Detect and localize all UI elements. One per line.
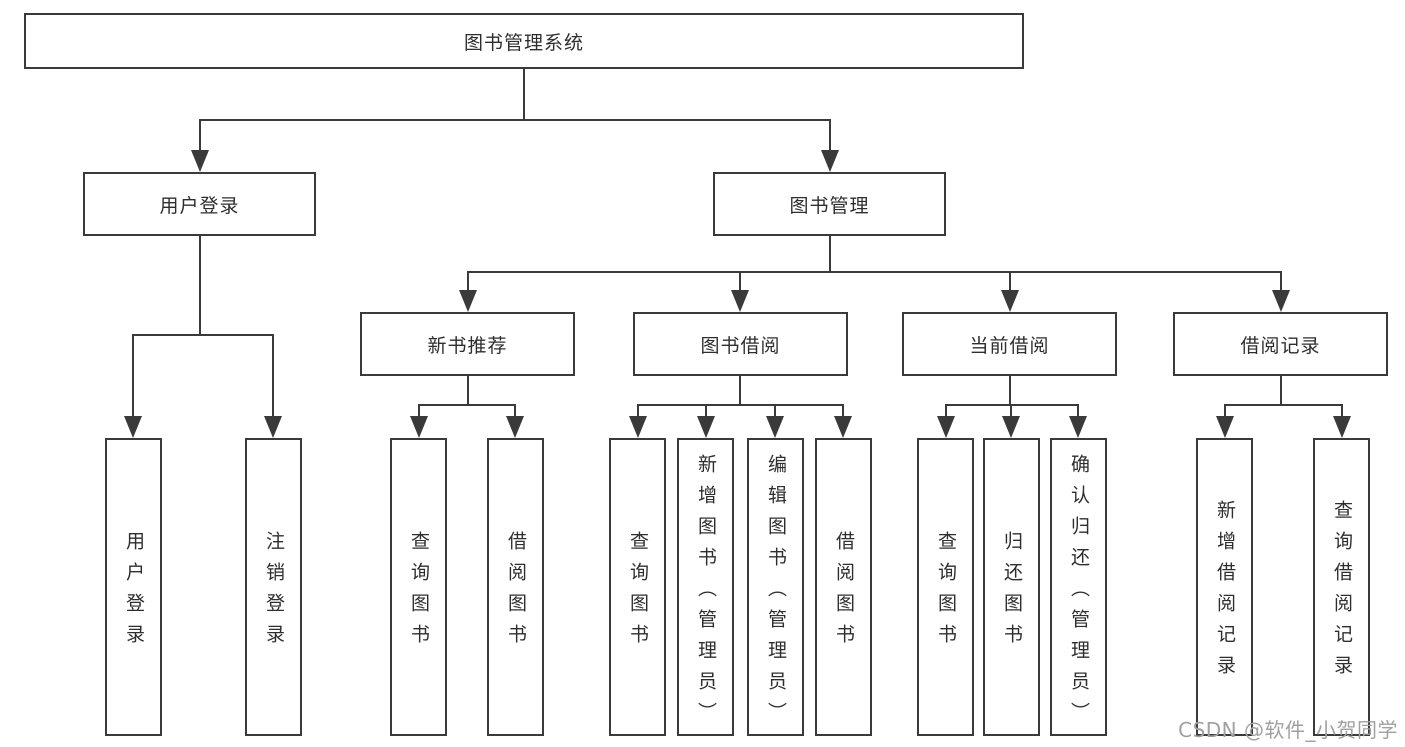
leaf-current-query-book: 查询图书 [917,438,974,736]
leaf-edit-book-admin: 编辑图书（管理员） [747,438,804,736]
node-new-book-recommend-label: 新书推荐 [427,334,508,357]
leaf-borrow-query-book: 查询图书 [609,438,666,736]
leaf-recommend-query-book: 查询图书 [390,438,447,736]
leaf-add-borrow-record: 新增借阅记录 [1196,438,1253,736]
node-user-login: 用户登录 [83,172,316,236]
leaf-user-login-label: 用户登录 [123,531,145,655]
leaf-add-borrow-record-label: 新增借阅记录 [1214,500,1236,686]
leaf-confirm-return-admin-label: 确认归还（管理员） [1068,453,1090,733]
leaf-recommend-borrow-book-label: 借阅图书 [505,531,527,655]
leaf-logout-login-label: 注销登录 [263,531,285,655]
leaf-recommend-query-book-label: 查询图书 [408,531,430,655]
node-borrow-records-label: 借阅记录 [1240,334,1321,357]
node-library-system: 图书管理系统 [24,13,1024,69]
node-current-borrow: 当前借阅 [902,312,1117,376]
leaf-edit-book-admin-label: 编辑图书（管理员） [765,453,787,733]
node-library-system-label: 图书管理系统 [463,31,584,54]
leaf-borrow-book: 借阅图书 [815,438,872,736]
node-new-book-recommend: 新书推荐 [360,312,575,376]
leaf-borrow-query-book-label: 查询图书 [627,531,649,655]
leaf-add-book-admin: 新增图书（管理员） [677,438,734,736]
leaf-logout-login: 注销登录 [245,438,302,736]
leaf-query-borrow-record: 查询借阅记录 [1313,438,1370,736]
node-book-management-label: 图书管理 [789,194,870,217]
leaf-recommend-borrow-book: 借阅图书 [487,438,544,736]
leaf-user-login: 用户登录 [105,438,162,736]
node-borrow-records: 借阅记录 [1173,312,1388,376]
leaf-current-query-book-label: 查询图书 [935,531,957,655]
node-user-login-label: 用户登录 [159,194,240,217]
leaf-add-book-admin-label: 新增图书（管理员） [695,453,717,733]
leaf-confirm-return-admin: 确认归还（管理员） [1050,438,1107,736]
node-book-borrow: 图书借阅 [633,312,848,376]
csdn-watermark: CSDN @软件_小贺同学 [1178,718,1398,742]
leaf-return-book-label: 归还图书 [1001,531,1023,655]
arrowhead-icons [124,150,1351,438]
node-current-borrow-label: 当前借阅 [969,334,1050,357]
leaf-return-book: 归还图书 [983,438,1040,736]
node-book-management: 图书管理 [713,172,946,236]
leaf-borrow-book-label: 借阅图书 [833,531,855,655]
leaf-query-borrow-record-label: 查询借阅记录 [1331,500,1353,686]
node-book-borrow-label: 图书借阅 [700,334,781,357]
